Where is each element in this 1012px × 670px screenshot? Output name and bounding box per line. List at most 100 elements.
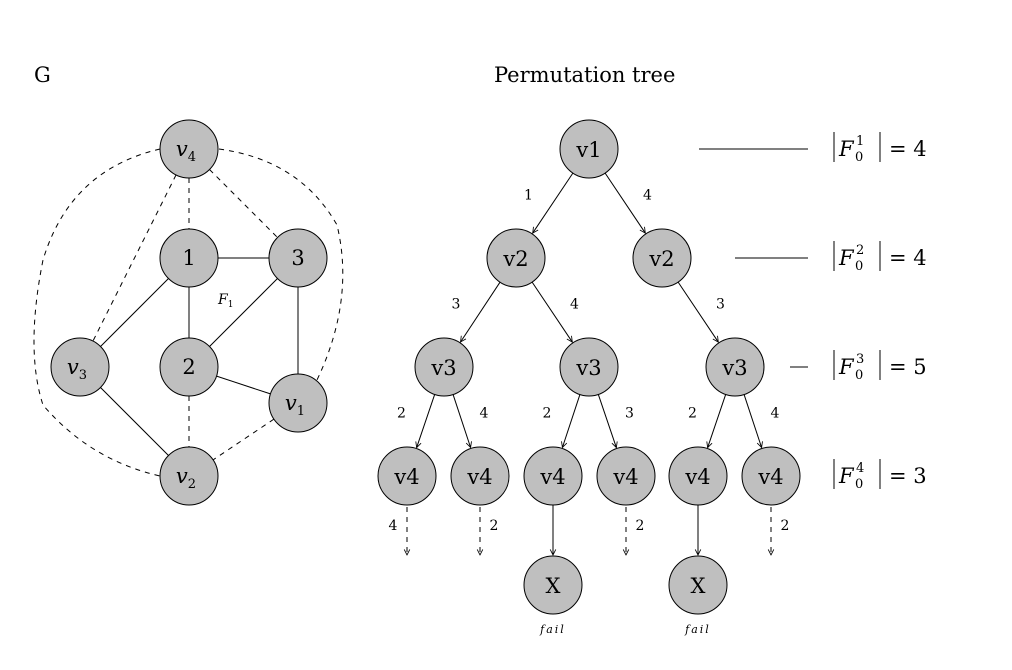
graph-node-v1: v1 xyxy=(268,373,328,433)
tree-node-g: v4 xyxy=(450,446,510,506)
graph-edge-v4-3 xyxy=(209,169,278,238)
tree-stub-label: 2 xyxy=(636,518,645,534)
level-set-subscript: 0 xyxy=(855,259,863,274)
face-label-subscript: 1 xyxy=(228,300,234,310)
tree-node-label: v4 xyxy=(393,465,419,489)
tree-node-d: v3 xyxy=(559,337,619,397)
tree-edge-r-b xyxy=(604,172,645,233)
tree-node-label: v4 xyxy=(539,465,565,489)
tree-node-label: X xyxy=(691,574,706,598)
tree-node-label: v4 xyxy=(757,465,783,489)
tree-node-label: X xyxy=(546,574,561,598)
tree-node-x2: X xyxy=(668,555,728,615)
tree-edge-r-a xyxy=(533,172,574,233)
tree-node-label: v3 xyxy=(721,356,747,380)
graph-node-3: 3 xyxy=(268,228,328,288)
tree-node-e: v3 xyxy=(705,337,765,397)
outer-dashed-edge-v4-v2 xyxy=(33,148,161,477)
tree-node-k: v4 xyxy=(741,446,801,506)
face-label: F1 xyxy=(217,292,233,310)
level-set-value: = 3 xyxy=(889,464,927,488)
graph-edge-v3-v2 xyxy=(100,387,169,456)
level-set-value: = 4 xyxy=(889,246,927,270)
tree-edge-label: 4 xyxy=(570,297,579,313)
graph-node-label: 1 xyxy=(182,246,195,270)
graph-node-v2: v2 xyxy=(159,446,219,506)
graph-node-v4: v4 xyxy=(159,119,219,179)
graph-node-label: 2 xyxy=(182,355,195,379)
outer-dashed-edge-v4-v1 xyxy=(218,148,344,381)
tree-edge-label: 2 xyxy=(543,406,552,422)
graph-node-v3: v3 xyxy=(50,337,110,397)
graph-edge-1-v3 xyxy=(100,278,169,347)
level-set-superscript: 3 xyxy=(856,352,864,367)
tree-node-label: v2 xyxy=(648,247,674,271)
graph-edge-2-v1 xyxy=(216,375,271,395)
tree-node-j: v4 xyxy=(668,446,728,506)
tree-edge-a-c xyxy=(461,281,501,342)
tree-node-a: v2 xyxy=(486,228,546,288)
tree-edge-b-e xyxy=(677,281,718,342)
tree-edge-label: 2 xyxy=(688,406,697,422)
graph-node-subscript: 3 xyxy=(79,368,87,383)
tree-edge-label: 3 xyxy=(716,297,725,313)
tree-edge-c-f xyxy=(417,394,436,447)
tree-edge-d-h xyxy=(562,394,581,448)
graph-node-2: 2 xyxy=(159,337,219,397)
tree-edge-label: 3 xyxy=(452,297,461,313)
level-set-superscript: 1 xyxy=(856,134,864,149)
tree-node-r: v1 xyxy=(559,119,619,179)
tree-node-label: v2 xyxy=(502,247,528,271)
tree-edge-label: 3 xyxy=(625,406,634,422)
graph-node-subscript: 4 xyxy=(188,150,196,165)
graph-node-subscript: 1 xyxy=(297,404,305,419)
tree-title: Permutation tree xyxy=(494,63,675,87)
graph-edge-3-2 xyxy=(209,278,278,347)
tree-node-c: v3 xyxy=(414,337,474,397)
level-set-superscript: 2 xyxy=(856,243,864,258)
tree-node-b: v2 xyxy=(632,228,692,288)
level-set-symbol: F xyxy=(838,464,855,488)
graph-edge-v4-v3 xyxy=(92,174,177,342)
tree-node-f: v4 xyxy=(377,446,437,506)
level-set-symbol: F xyxy=(838,137,855,161)
tree-node-label: v4 xyxy=(684,465,710,489)
tree-stub-label: 4 xyxy=(389,518,398,534)
tree-edge-c-g xyxy=(452,394,470,448)
tree-edge-e-j xyxy=(708,394,727,447)
level-set-symbol: F xyxy=(838,246,855,270)
tree-edge-label: 4 xyxy=(643,188,652,204)
tree-node-label: v3 xyxy=(575,356,601,380)
graph-node-label: 3 xyxy=(291,246,304,270)
tree-edge-label: 4 xyxy=(771,406,780,422)
level-set-symbol: F xyxy=(838,355,855,379)
level-set-subscript: 0 xyxy=(855,477,863,492)
tree-node-label: v1 xyxy=(575,138,601,162)
level-set-value: = 4 xyxy=(889,137,927,161)
tree-node-i: v4 xyxy=(596,446,656,506)
tree-edge-e-k xyxy=(743,394,761,448)
tree-node-h: v4 xyxy=(523,446,583,506)
graph-node-subscript: 2 xyxy=(188,477,196,492)
tree-node-x1: X xyxy=(523,555,583,615)
level-set-value: = 5 xyxy=(889,355,927,379)
level-set-subscript: 0 xyxy=(855,368,863,383)
fail-label: fail xyxy=(684,623,711,636)
tree-node-label: v4 xyxy=(612,465,638,489)
tree-edge-label: 4 xyxy=(480,406,489,422)
graph-title: G xyxy=(34,63,51,87)
tree-edge-d-i xyxy=(597,394,616,447)
graph-node-1: 1 xyxy=(159,228,219,288)
level-set-superscript: 4 xyxy=(856,461,864,476)
tree-stub-label: 2 xyxy=(781,518,790,534)
tree-node-label: v3 xyxy=(430,356,456,380)
tree-stub-label: 2 xyxy=(490,518,499,534)
